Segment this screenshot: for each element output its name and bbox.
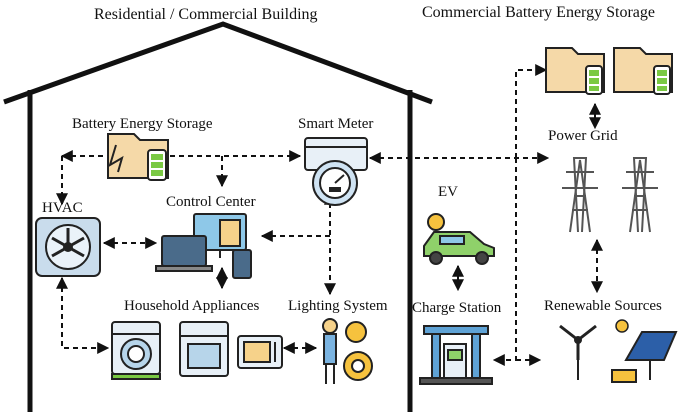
wind-turbine-icon: [559, 324, 597, 380]
ev-label: EV: [438, 184, 458, 200]
hvac-icon: [35, 217, 101, 277]
arrow-hvac-appliances: [56, 276, 110, 354]
commercial-storage-label: Commercial Battery Energy Storage: [422, 4, 655, 21]
renewable-sources-label: Renewable Sources: [544, 298, 662, 314]
control-center-icon: [155, 213, 252, 279]
microwave-icon: [237, 335, 283, 369]
stove-icon: [179, 321, 229, 377]
washing-machine-icon: [111, 321, 161, 380]
smart-meter-icon: [304, 137, 368, 206]
commercial-battery-icon-2: [613, 47, 673, 95]
sun-icon: [615, 319, 629, 333]
solar-panel-icon: [611, 331, 678, 383]
house-outline: [3, 21, 433, 412]
commercial-battery-icon-1: [545, 47, 605, 95]
lighting-system-icon: [322, 318, 373, 384]
charge-station-icon: [419, 325, 493, 385]
power-tower-icon-2: [622, 157, 658, 233]
power-tower-icon-1: [562, 157, 598, 233]
battery-storage-label: Battery Energy Storage: [72, 116, 213, 132]
hvac-label: HVAC: [42, 200, 83, 216]
arrow-backbone-storage: [515, 64, 548, 158]
building-title: Residential / Commercial Building: [94, 6, 318, 23]
ev-car-icon: [423, 213, 495, 265]
battery-storage-icon: [107, 133, 169, 181]
charge-station-label: Charge Station: [412, 300, 502, 316]
lighting-system-label: Lighting System: [288, 298, 388, 314]
smart-meter-label: Smart Meter: [298, 116, 374, 132]
arrow-backbone-station: [492, 158, 517, 366]
control-center-label: Control Center: [166, 194, 256, 210]
household-appliances-label: Household Appliances: [124, 298, 260, 314]
power-grid-label: Power Grid: [548, 128, 618, 144]
